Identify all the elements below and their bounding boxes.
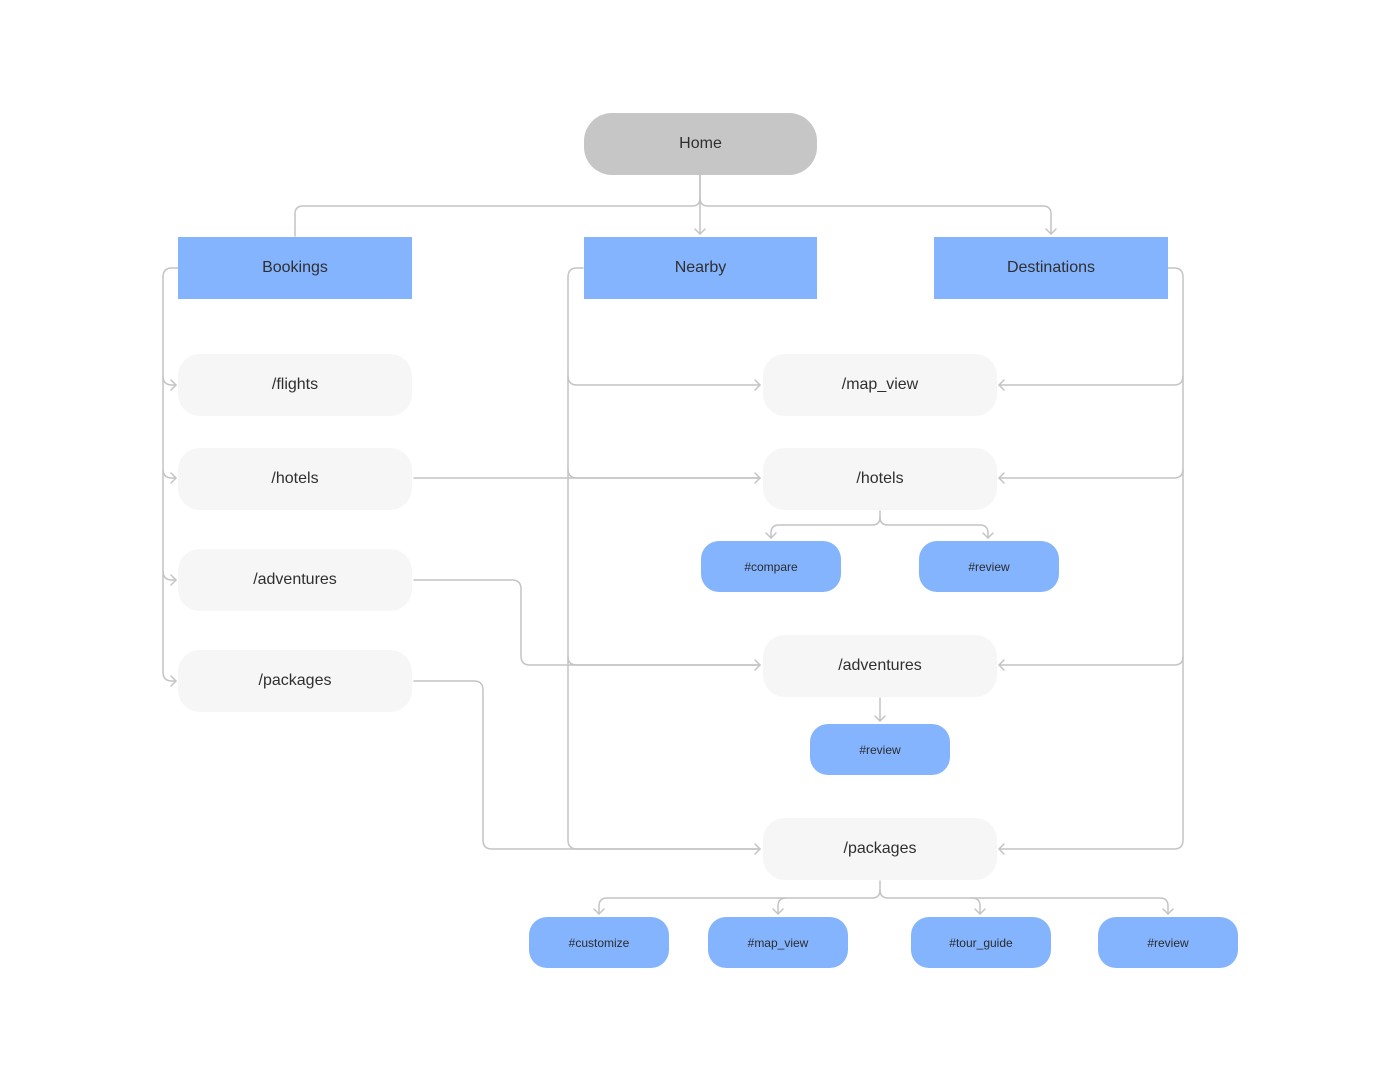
hotels-page-label: /hotels [856, 470, 904, 487]
flights-label: /flights [271, 376, 319, 393]
map-view-label: /map_view [841, 376, 919, 393]
packages-map-view-anchor: #map_view [708, 917, 848, 968]
connector-bookings-flights [162, 375, 177, 386]
hotels-compare-anchor: #compare [701, 541, 841, 592]
connector-adventures-to-adventures [413, 579, 761, 666]
destinations-label: Destinations [1006, 259, 1096, 276]
adventures-page-label: /adventures [838, 657, 922, 674]
map-view-page: /map_view [763, 354, 997, 416]
tour-guide-label: #tour_guide [949, 935, 1013, 950]
packages-page-label: /packages [843, 840, 917, 857]
adventures-review-label: #review [859, 742, 901, 757]
packages-review-label: #review [1147, 935, 1189, 950]
bookings-adventures-page: /adventures [178, 549, 412, 611]
connector-bookings-spine [162, 267, 179, 682]
connector-home-bookings [294, 174, 701, 237]
connector-nearby-mapview [567, 375, 761, 386]
hotels-review-label: #review [968, 559, 1010, 574]
packages-label: /packages [258, 672, 332, 689]
packages-review-anchor: #review [1098, 917, 1238, 968]
hotels-review-anchor: #review [919, 541, 1059, 592]
connector-bookings-adventures [162, 570, 177, 581]
connector-packages-anchors [598, 880, 881, 915]
hotels-page: /hotels [763, 448, 997, 510]
adventures-review-anchor: #review [810, 724, 950, 775]
packages-map-view-label: #map_view [747, 935, 809, 950]
bookings-flights-page: /flights [178, 354, 412, 416]
packages-customize-anchor: #customize [529, 917, 669, 968]
adventures-page: /adventures [763, 635, 997, 697]
nearby-section: Nearby [584, 237, 817, 299]
bookings-section: Bookings [178, 237, 412, 299]
nearby-label: Nearby [674, 259, 727, 276]
connector-nearby-adventures [567, 656, 761, 666]
packages-page: /packages [763, 818, 997, 880]
connector-destinations-adventures [998, 656, 1184, 666]
connector-packages-to-packages [413, 680, 761, 850]
packages-tour-guide-anchor: #tour_guide [911, 917, 1051, 968]
bookings-packages-page: /packages [178, 650, 412, 712]
hotels-label: /hotels [271, 470, 319, 487]
adventures-label: /adventures [253, 571, 337, 588]
connector-destinations-spine [998, 267, 1184, 850]
bookings-hotels-page: /hotels [178, 448, 412, 510]
home-label: Home [679, 135, 722, 152]
connector-nearby-hotels [567, 468, 761, 479]
compare-label: #compare [744, 559, 798, 574]
connector-hotels-anchors [770, 510, 881, 539]
home-node: Home [584, 113, 817, 175]
connector-home-destinations [699, 197, 1052, 235]
connector-destinations-hotels [998, 468, 1184, 479]
connector-destinations-mapview [998, 375, 1184, 386]
bookings-label: Bookings [262, 259, 328, 276]
customize-label: #customize [568, 935, 630, 950]
destinations-section: Destinations [934, 237, 1168, 299]
connector-bookings-hotels [162, 468, 177, 479]
